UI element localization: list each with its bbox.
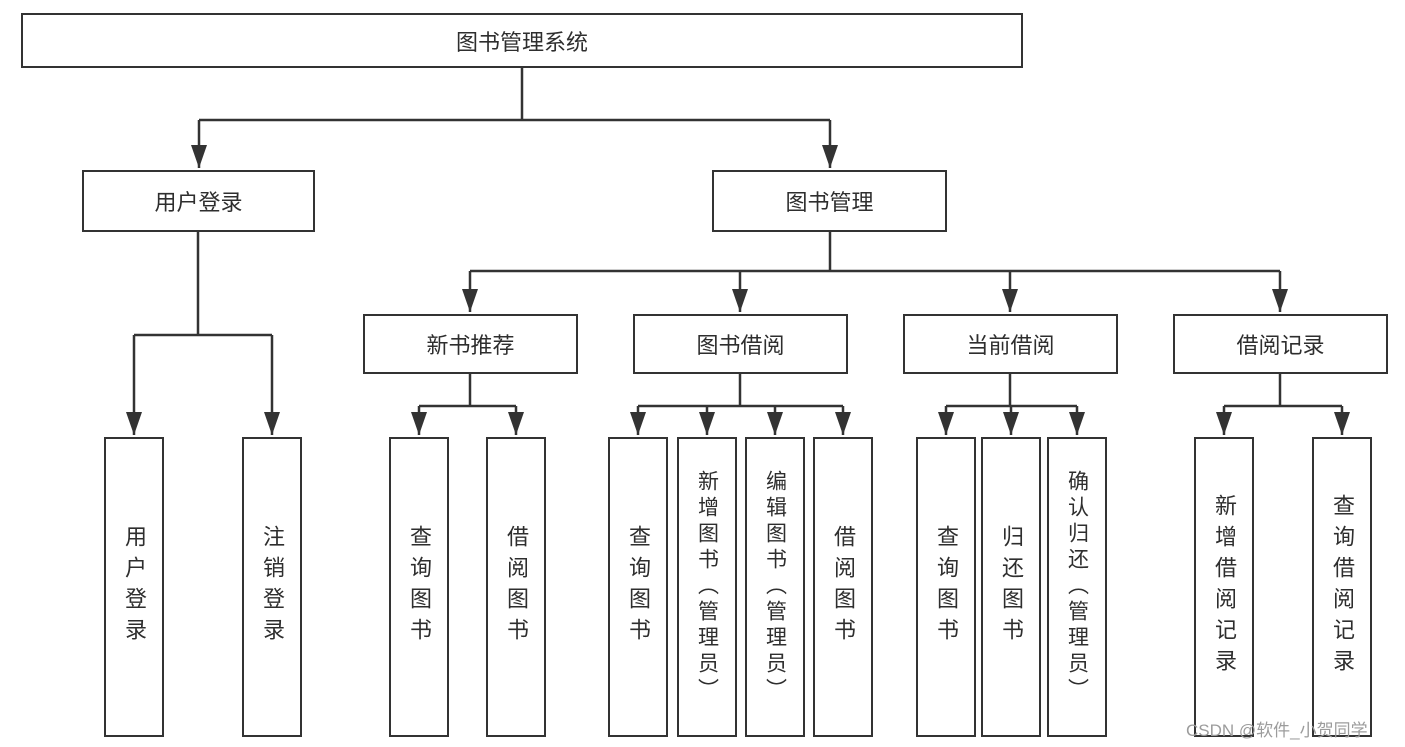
leaf-add-borrow-record: 新增借阅记录 — [1194, 437, 1254, 737]
leaf-current-query-book: 查询图书 — [916, 437, 976, 737]
node-label: 归还图书 — [999, 525, 1024, 649]
node-user-login: 用户登录 — [82, 170, 315, 232]
node-label: 用户登录 — [122, 525, 147, 649]
node-label: 新增图书（管理员） — [695, 470, 719, 704]
node-label: 用户登录 — [154, 190, 243, 215]
node-label: 图书管理 — [785, 190, 874, 215]
node-borrow-record: 借阅记录 — [1173, 314, 1388, 374]
leaf-recommend-borrow-book: 借阅图书 — [486, 437, 546, 737]
leaf-borrow-query-book: 查询图书 — [608, 437, 668, 737]
leaf-borrow-book: 借阅图书 — [813, 437, 873, 737]
node-label: 图书借阅 — [696, 333, 785, 358]
csdn-watermark: CSDN @软件_小贺同学 — [1186, 721, 1368, 740]
node-new-book-recommend: 新书推荐 — [363, 314, 578, 374]
leaf-add-book-admin: 新增图书（管理员） — [677, 437, 737, 737]
node-root-system: 图书管理系统 — [21, 13, 1023, 68]
node-label: 查询借阅记录 — [1330, 494, 1355, 680]
node-label: 借阅图书 — [831, 525, 856, 649]
leaf-recommend-query-book: 查询图书 — [389, 437, 449, 737]
node-book-management: 图书管理 — [712, 170, 947, 232]
leaf-edit-book-admin: 编辑图书（管理员） — [745, 437, 805, 737]
node-label: 当前借阅 — [966, 333, 1055, 358]
node-label: 查询图书 — [407, 525, 432, 649]
leaf-logout: 注销登录 — [242, 437, 302, 737]
node-label: 新书推荐 — [426, 333, 515, 358]
leaf-user-login: 用户登录 — [104, 437, 164, 737]
node-label: 编辑图书（管理员） — [763, 470, 787, 704]
leaf-confirm-return-admin: 确认归还（管理员） — [1047, 437, 1107, 737]
node-book-borrow: 图书借阅 — [633, 314, 848, 374]
node-label: 借阅记录 — [1236, 333, 1325, 358]
leaf-return-book: 归还图书 — [981, 437, 1041, 737]
leaf-query-borrow-record: 查询借阅记录 — [1312, 437, 1372, 737]
node-label: 注销登录 — [260, 525, 285, 649]
node-label: 借阅图书 — [504, 525, 529, 649]
node-current-borrow: 当前借阅 — [903, 314, 1118, 374]
node-label: 查询图书 — [934, 525, 959, 649]
node-label: 新增借阅记录 — [1212, 494, 1237, 680]
node-label: 确认归还（管理员） — [1065, 470, 1089, 704]
node-label: 查询图书 — [626, 525, 651, 649]
node-label: 图书管理系统 — [455, 29, 588, 55]
